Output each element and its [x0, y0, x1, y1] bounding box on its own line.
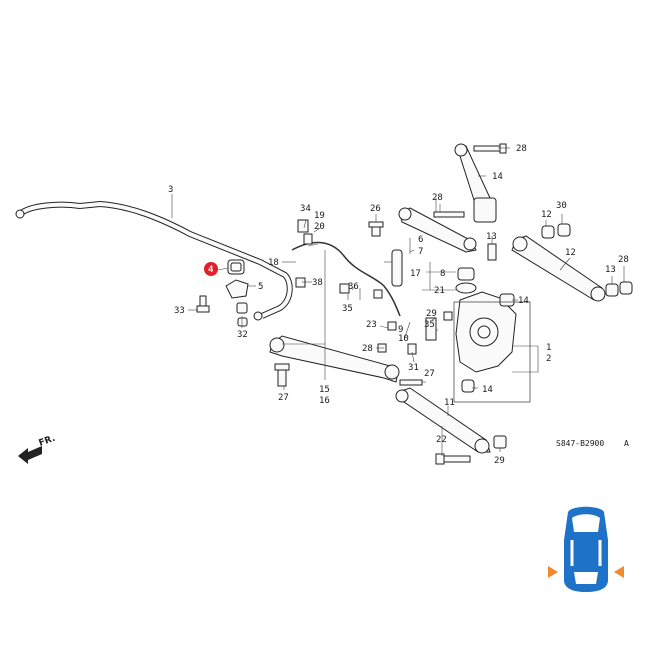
car-position-icon	[548, 506, 624, 592]
callout-7: 7	[418, 247, 423, 257]
callout-18: 13	[486, 232, 497, 242]
callout-labels: 3 4 5 33 32 18 34 19 20 38 35 36 15 16 2…	[168, 144, 629, 466]
abs-sensor-wire	[291, 241, 401, 317]
bolt-28-upper	[433, 211, 465, 218]
callout-3: 3	[168, 185, 173, 195]
callout-10: 10	[398, 334, 409, 344]
callout-2: 2	[546, 354, 551, 364]
callout-25: 23	[366, 320, 377, 330]
stabilizer-link	[391, 249, 403, 287]
callout-4: 4	[208, 265, 214, 275]
lower-arm-a	[269, 335, 400, 383]
reference-code: S847-B2900 A	[556, 439, 629, 448]
callout-28b: 28	[362, 344, 373, 354]
callout-19: 12	[541, 210, 552, 220]
callout-30: 30	[556, 201, 567, 211]
nut-31	[236, 302, 248, 327]
callout-33: 31	[408, 363, 419, 373]
lower-arm-b	[395, 387, 491, 454]
callout-27b: 27	[424, 369, 435, 379]
callout-13: 13	[605, 265, 616, 275]
callout-28c: 28	[432, 193, 443, 203]
front-label: FR.	[38, 434, 57, 449]
bolt-18	[487, 243, 497, 261]
callout-36: 35	[424, 320, 435, 330]
stabilizer-bar	[15, 200, 293, 321]
callout-38: 38	[312, 278, 323, 288]
knuckle-bracket-frame	[453, 301, 531, 403]
callout-11: 11	[444, 398, 455, 408]
callout-35a: 34	[300, 204, 311, 214]
callout-12: 12	[565, 248, 576, 258]
callout-17: 14	[492, 172, 503, 182]
trailing-link	[454, 143, 497, 223]
callout-22: 18	[268, 258, 279, 268]
compensator-arm	[511, 235, 606, 302]
callout-24: 20	[314, 222, 325, 232]
callout-14a: 14	[518, 296, 529, 306]
callout-32: 29	[426, 309, 437, 319]
callout-9: 9	[398, 325, 403, 335]
bushing-29-right	[619, 281, 633, 295]
rear-left-marker	[548, 566, 558, 578]
highlight-marker[interactable]	[204, 262, 218, 276]
callout-6: 6	[418, 235, 423, 245]
stabilizer-bushing	[227, 259, 245, 275]
callout-31: 32	[237, 330, 248, 340]
upper-arm	[398, 207, 477, 253]
bolt-26	[435, 453, 471, 465]
reference-code-text: S847-B2900	[556, 439, 604, 448]
callout-23: 19	[314, 211, 325, 221]
callout-29a: 28	[618, 255, 629, 265]
callout-29b: 29	[494, 456, 505, 466]
rear-right-marker	[614, 566, 624, 578]
callout-34: 33	[174, 306, 185, 316]
leader-lines	[171, 147, 625, 456]
callout-14b: 14	[482, 385, 493, 395]
bushing-holder	[225, 279, 249, 299]
bolt-27-lower	[399, 379, 423, 386]
bump-stop	[455, 267, 477, 294]
bushing-13	[605, 283, 619, 297]
callout-8: 8	[440, 269, 445, 279]
callout-26: 22	[436, 435, 447, 445]
front-direction-arrow: FR.	[18, 434, 57, 464]
reference-code-suffix: A	[624, 439, 629, 448]
callout-27a: 26	[370, 204, 381, 214]
callout-20: 17	[410, 269, 421, 279]
callout-1: 1	[546, 343, 551, 353]
callout-37: 36	[348, 282, 359, 292]
callout-5: 5	[258, 282, 263, 292]
callout-35b: 35	[342, 304, 353, 314]
bolt-27-upper	[368, 221, 384, 237]
bolt-28-top	[473, 143, 507, 154]
callout-28d: 28	[516, 144, 527, 154]
knuckle	[455, 291, 517, 393]
bolt-28-left	[274, 363, 290, 387]
callout-21: 21	[434, 286, 445, 296]
callout-16: 16	[319, 396, 330, 406]
callout-15: 15	[319, 385, 330, 395]
bolt-34	[196, 295, 210, 313]
nut-29-bottom	[493, 435, 507, 449]
callout-28a: 27	[278, 393, 289, 403]
bushing-30	[557, 223, 571, 237]
bushing-19	[541, 225, 555, 239]
